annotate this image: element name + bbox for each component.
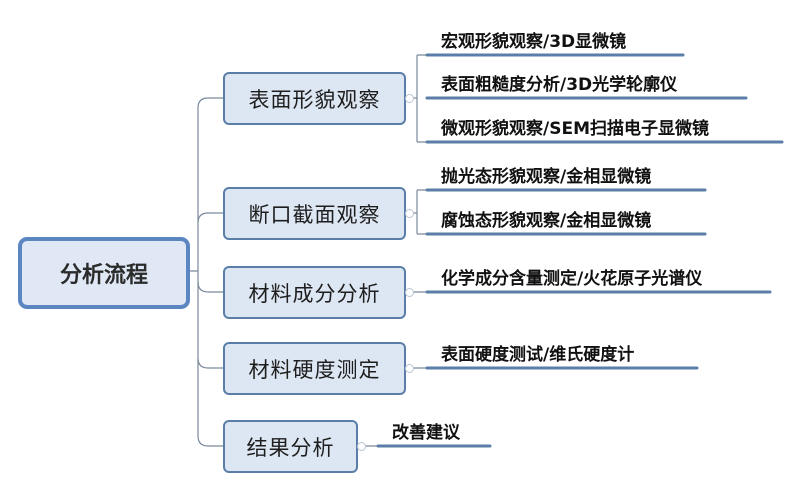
leaf-node[interactable]: 腐蚀态形貌观察/金相显微镜	[441, 211, 652, 231]
branch-connector	[197, 435, 223, 447]
leaf-node[interactable]: 微观形貌观察/SEM扫描电子显微镜	[441, 119, 709, 139]
leaf-node[interactable]: 宏观形貌观察/3D显微镜	[441, 32, 627, 52]
leaf-node[interactable]: 表面粗糙度分析/3D光学轮廓仪	[441, 75, 678, 95]
leaf-node[interactable]: 改善建议	[392, 423, 460, 443]
branch-connector	[197, 212, 223, 224]
collapse-toggle-icon[interactable]	[405, 94, 414, 103]
collapse-toggle-icon[interactable]	[357, 442, 366, 451]
branch-label: 材料硬度测定	[248, 357, 381, 382]
collapse-toggle-icon[interactable]	[405, 288, 414, 297]
branch-label: 表面形貌观察	[248, 87, 381, 112]
collapse-toggle-icon[interactable]	[405, 209, 414, 218]
leaf-node[interactable]: 表面硬度测试/维氏硬度计	[441, 345, 635, 365]
leaf-node[interactable]: 抛光态形貌观察/金相显微镜	[441, 167, 652, 187]
branch-label: 结果分析	[246, 435, 335, 460]
branch-connector	[197, 357, 223, 369]
branch-label: 断口截面观察	[248, 202, 381, 227]
branch-node-results[interactable]: 结果分析	[223, 420, 358, 473]
branch-node-hardness[interactable]: 材料硬度测定	[223, 342, 406, 395]
collapse-toggle-icon[interactable]	[405, 364, 414, 373]
branch-node-surface-morphology[interactable]: 表面形貌观察	[223, 72, 406, 125]
leaf-node[interactable]: 化学成分含量测定/火花原子光谱仪	[441, 269, 703, 289]
branch-connector	[197, 97, 223, 109]
branch-label: 材料成分分析	[248, 281, 381, 306]
root-node[interactable]: 分析流程	[18, 237, 190, 309]
root-label: 分析流程	[59, 263, 148, 288]
branch-connector	[197, 281, 223, 293]
branch-node-fracture-section[interactable]: 断口截面观察	[223, 187, 406, 240]
branch-node-composition[interactable]: 材料成分分析	[223, 266, 406, 319]
